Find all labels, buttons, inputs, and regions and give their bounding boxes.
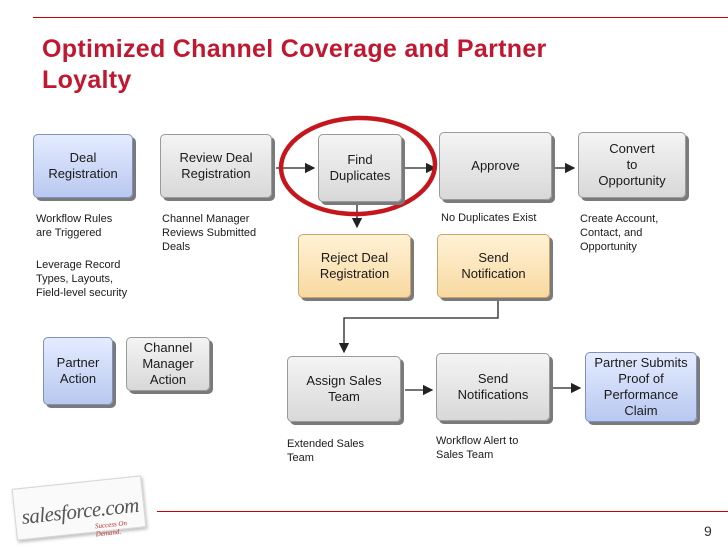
find-duplicates-box[interactable]: Find Duplicates [318,134,402,202]
partner-action-legend: Partner Action [43,337,113,405]
bottom-divider [157,511,728,512]
logo-card: salesforce.com Success On Demand. [11,475,147,541]
reject-deal-registration-box[interactable]: Reject Deal Registration [298,234,411,298]
send-notifications-box[interactable]: Send Notifications [436,353,550,421]
note-workflow-alert: Workflow Alert to Sales Team [436,435,519,461]
note-channel-manager-reviews: Channel Manager Reviews Submitted Deals [162,213,257,253]
slide-title: Optimized Channel Coverage and Partner L… [42,35,547,94]
assign-sales-team-box[interactable]: Assign Sales Team [287,356,401,422]
highlight-circle [278,115,438,217]
note-no-duplicates: No Duplicates Exist [441,212,537,224]
salesforce-logo: salesforce.com Success On Demand. [6,475,154,541]
note-workflow-rules: Workflow Rules are Triggered [36,213,113,239]
send-notification-box[interactable]: Send Notification [437,234,550,298]
note-leverage-record: Leverage Record Types, Layouts, Field-le… [36,259,128,299]
arrow-approve-loop-to-assign [338,299,499,354]
note-create-account: Create Account, Contact, and Opportunity [580,213,659,253]
partner-submits-proof-box[interactable]: Partner Submits Proof of Performance Cla… [585,352,697,422]
approve-box[interactable]: Approve [439,132,552,200]
page-number: 9 [704,523,712,539]
channel-manager-action-legend: Channel Manager Action [126,337,210,391]
review-deal-registration-box[interactable]: Review Deal Registration [160,134,272,198]
deal-registration-box[interactable]: Deal Registration [33,134,133,198]
note-extended-sales: Extended Sales Team [287,438,365,464]
top-divider [33,17,728,18]
convert-to-opportunity-box[interactable]: Convert to Opportunity [578,132,686,198]
